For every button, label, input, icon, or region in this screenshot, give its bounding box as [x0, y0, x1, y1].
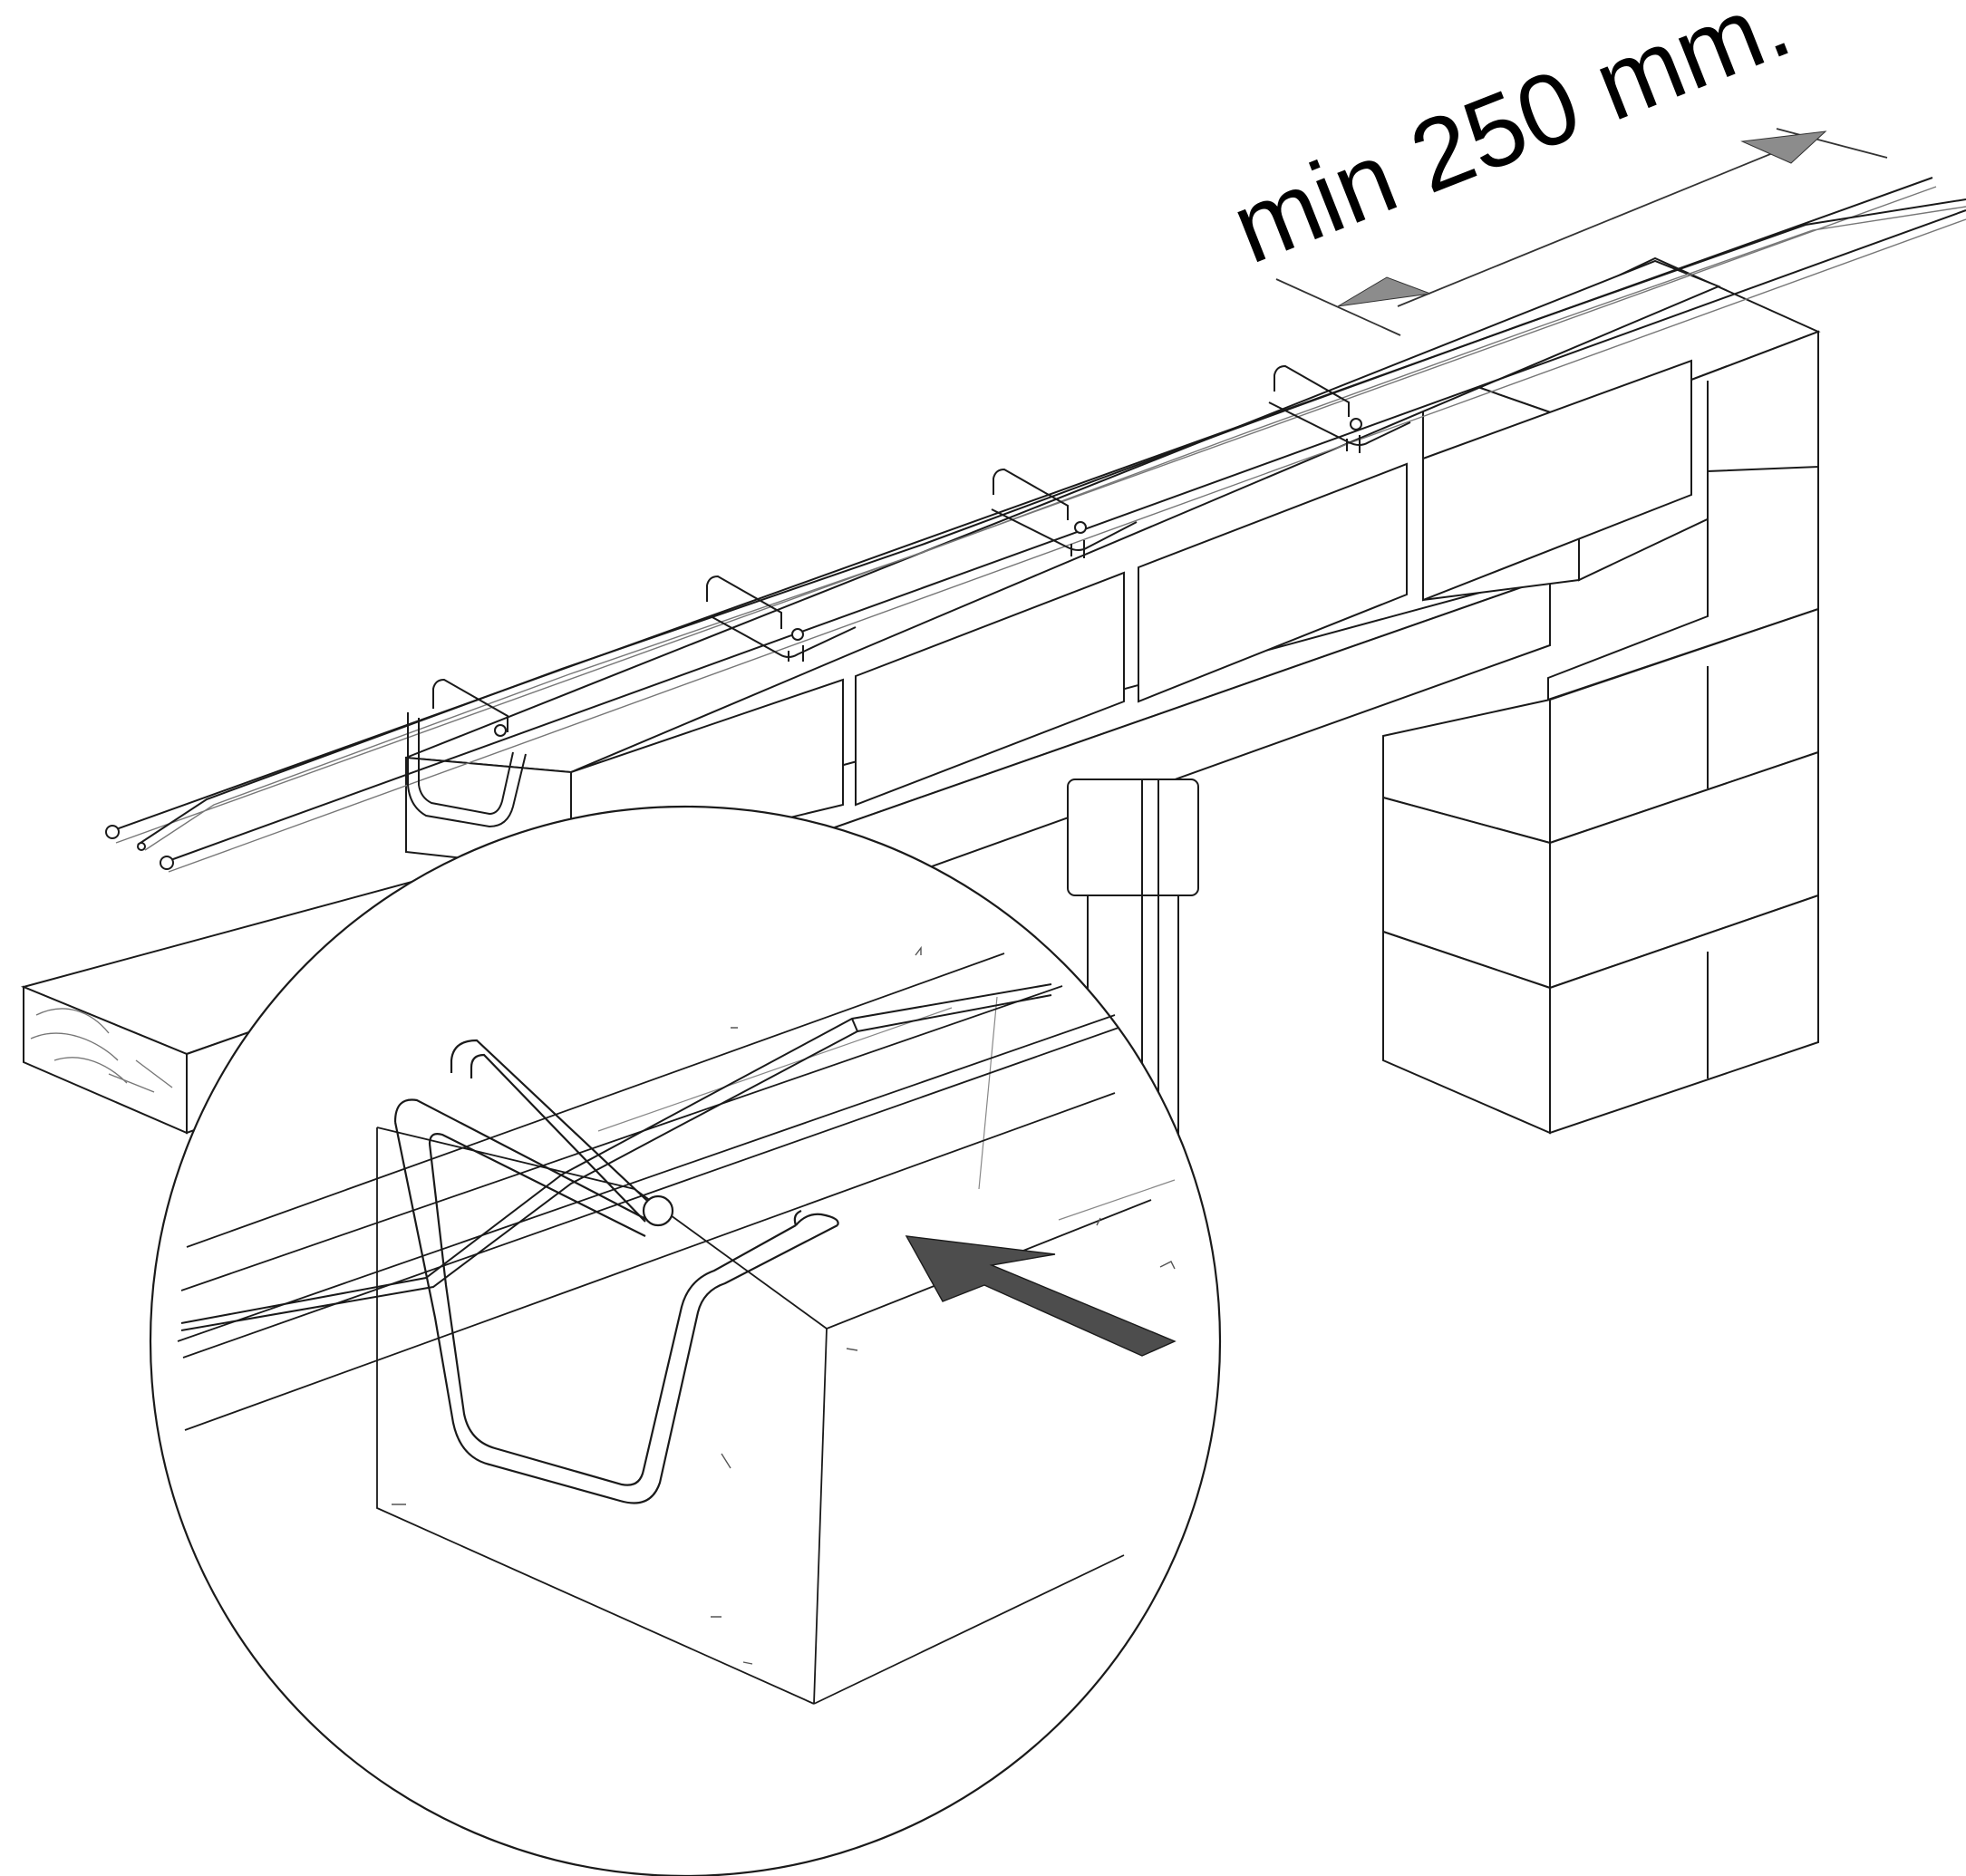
dimension-arrowhead-right: [1740, 131, 1827, 164]
detail-rod-end: [642, 1194, 674, 1227]
clip-3: [991, 468, 1138, 558]
truss-reinforcement: [105, 177, 1966, 873]
clip-4: [1268, 364, 1411, 453]
pier-brick-row5-right: [1549, 894, 1819, 1135]
detail-pointer-arrow: [905, 1235, 1177, 1357]
extension-line-left: [1275, 278, 1401, 336]
block-course: [405, 259, 1721, 872]
rod-end-2: [137, 842, 146, 851]
detail-circle: [150, 806, 1221, 1876]
clip-2: [706, 575, 857, 662]
rod-end-1: [105, 825, 120, 839]
extension-line-right: [1776, 128, 1888, 159]
truss-zigzag: [137, 198, 1966, 846]
dimension-label: min 250 mm.: [1217, 0, 1805, 285]
detail-view: [150, 806, 1221, 1876]
block-2: [855, 571, 1125, 807]
detail-rails: [177, 945, 1119, 1431]
wood-grain-marks: [30, 1008, 173, 1093]
rod-end-3: [160, 856, 174, 870]
block-3: [1138, 462, 1408, 703]
truss-rail-bottom: [162, 209, 1966, 864]
block-4: [1422, 359, 1692, 602]
prop-cap: [1067, 778, 1199, 896]
clip-1: [407, 678, 527, 828]
dimension-arrowhead-left: [1337, 276, 1431, 307]
dimension-line: [1397, 131, 1825, 307]
detail-clip: [393, 1039, 839, 1504]
